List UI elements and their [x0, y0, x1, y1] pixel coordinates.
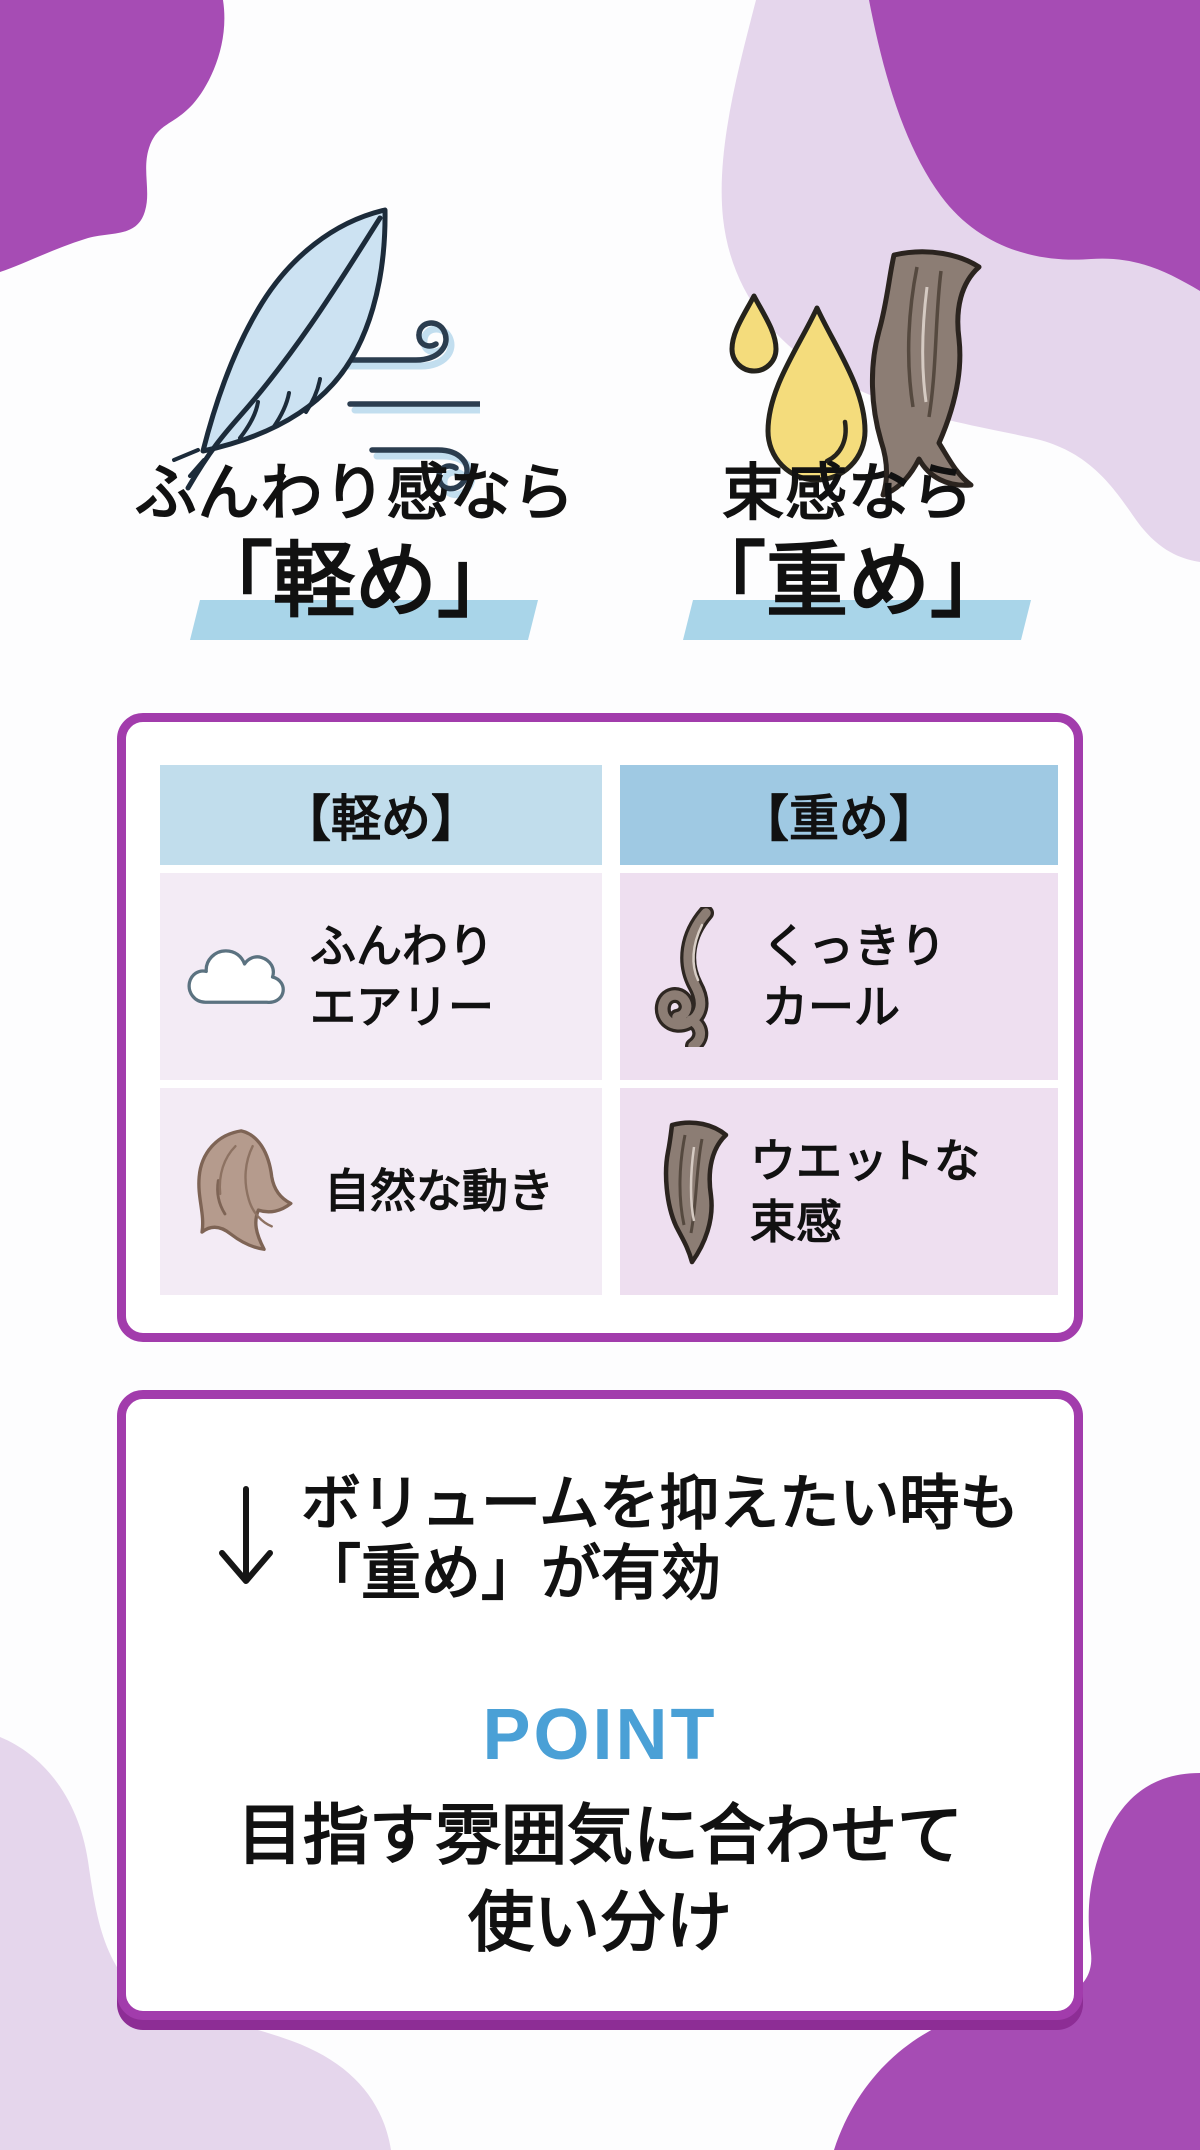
curl-strand-icon: [642, 906, 746, 1047]
point-label: POINT: [482, 1695, 718, 1775]
cell-text: ウエットな 束感: [750, 1134, 980, 1248]
column-header-light: 【軽め】: [160, 765, 602, 865]
cell-light-airy: ふんわり エアリー: [160, 873, 602, 1080]
cell-text: くっきり カール: [762, 919, 946, 1033]
down-arrow-icon: [219, 1486, 273, 1584]
point-section: POINT 目指す雰囲気に合わせて 使い分け: [126, 1694, 1074, 1966]
column-header-heavy: 【重め】: [620, 765, 1058, 865]
top-right-purple-blob: [869, 0, 1200, 291]
wavy-hair-icon: [182, 1125, 308, 1259]
hero-right-keyword: 「重め」: [682, 533, 1031, 640]
hair-lock-icon: [869, 249, 982, 498]
comparison-table: 【軽め】 【重め】 ふんわり エアリー くっきり カール: [117, 713, 1083, 1342]
oil-drop-icon: [729, 293, 868, 483]
note-line2: 「重め」が有効: [301, 1540, 721, 1608]
hero-left-line1: ふんわり感なら: [134, 459, 576, 528]
cell-clear-curl: くっきり カール: [620, 873, 1058, 1080]
note-text: ボリュームを抑えたい時も 「重め」が有効: [301, 1469, 1019, 1609]
point-message: 目指す雰囲気に合わせて 使い分け: [237, 1798, 963, 1960]
cell-natural-movement: 自然な動き: [160, 1088, 602, 1295]
bottom-left-lavender-blob: [0, 1737, 391, 2150]
wind-swirls-icon: [335, 320, 480, 499]
hero-right-line1: 束感なら: [721, 459, 974, 528]
feather-wind-icon: [172, 207, 480, 499]
note-line1: ボリュームを抑えたい時も: [301, 1470, 1020, 1537]
feather-icon: [172, 207, 388, 491]
point-note-box: ボリュームを抑えたい時も 「重め」が有効 POINT 目指す雰囲気に合わせて 使…: [117, 1390, 1083, 2020]
cell-wet-bundles: ウエットな 束感: [620, 1088, 1058, 1295]
wet-strand-icon: [642, 1117, 734, 1267]
hero-left: ふんわり感なら 「軽め」: [85, 458, 625, 640]
cloud-icon: [182, 943, 294, 1011]
bottom-right-purple-blob: [834, 1773, 1200, 2150]
hero-left-keyword: 「軽め」: [189, 533, 538, 640]
top-left-purple-blob: [0, 0, 225, 272]
hero-right: 束感なら 「重め」: [578, 458, 1118, 640]
oil-drops-hair-icon: [729, 249, 982, 498]
cell-text: ふんわり エアリー: [310, 919, 494, 1033]
cell-text: 自然な動き: [324, 1165, 554, 1218]
